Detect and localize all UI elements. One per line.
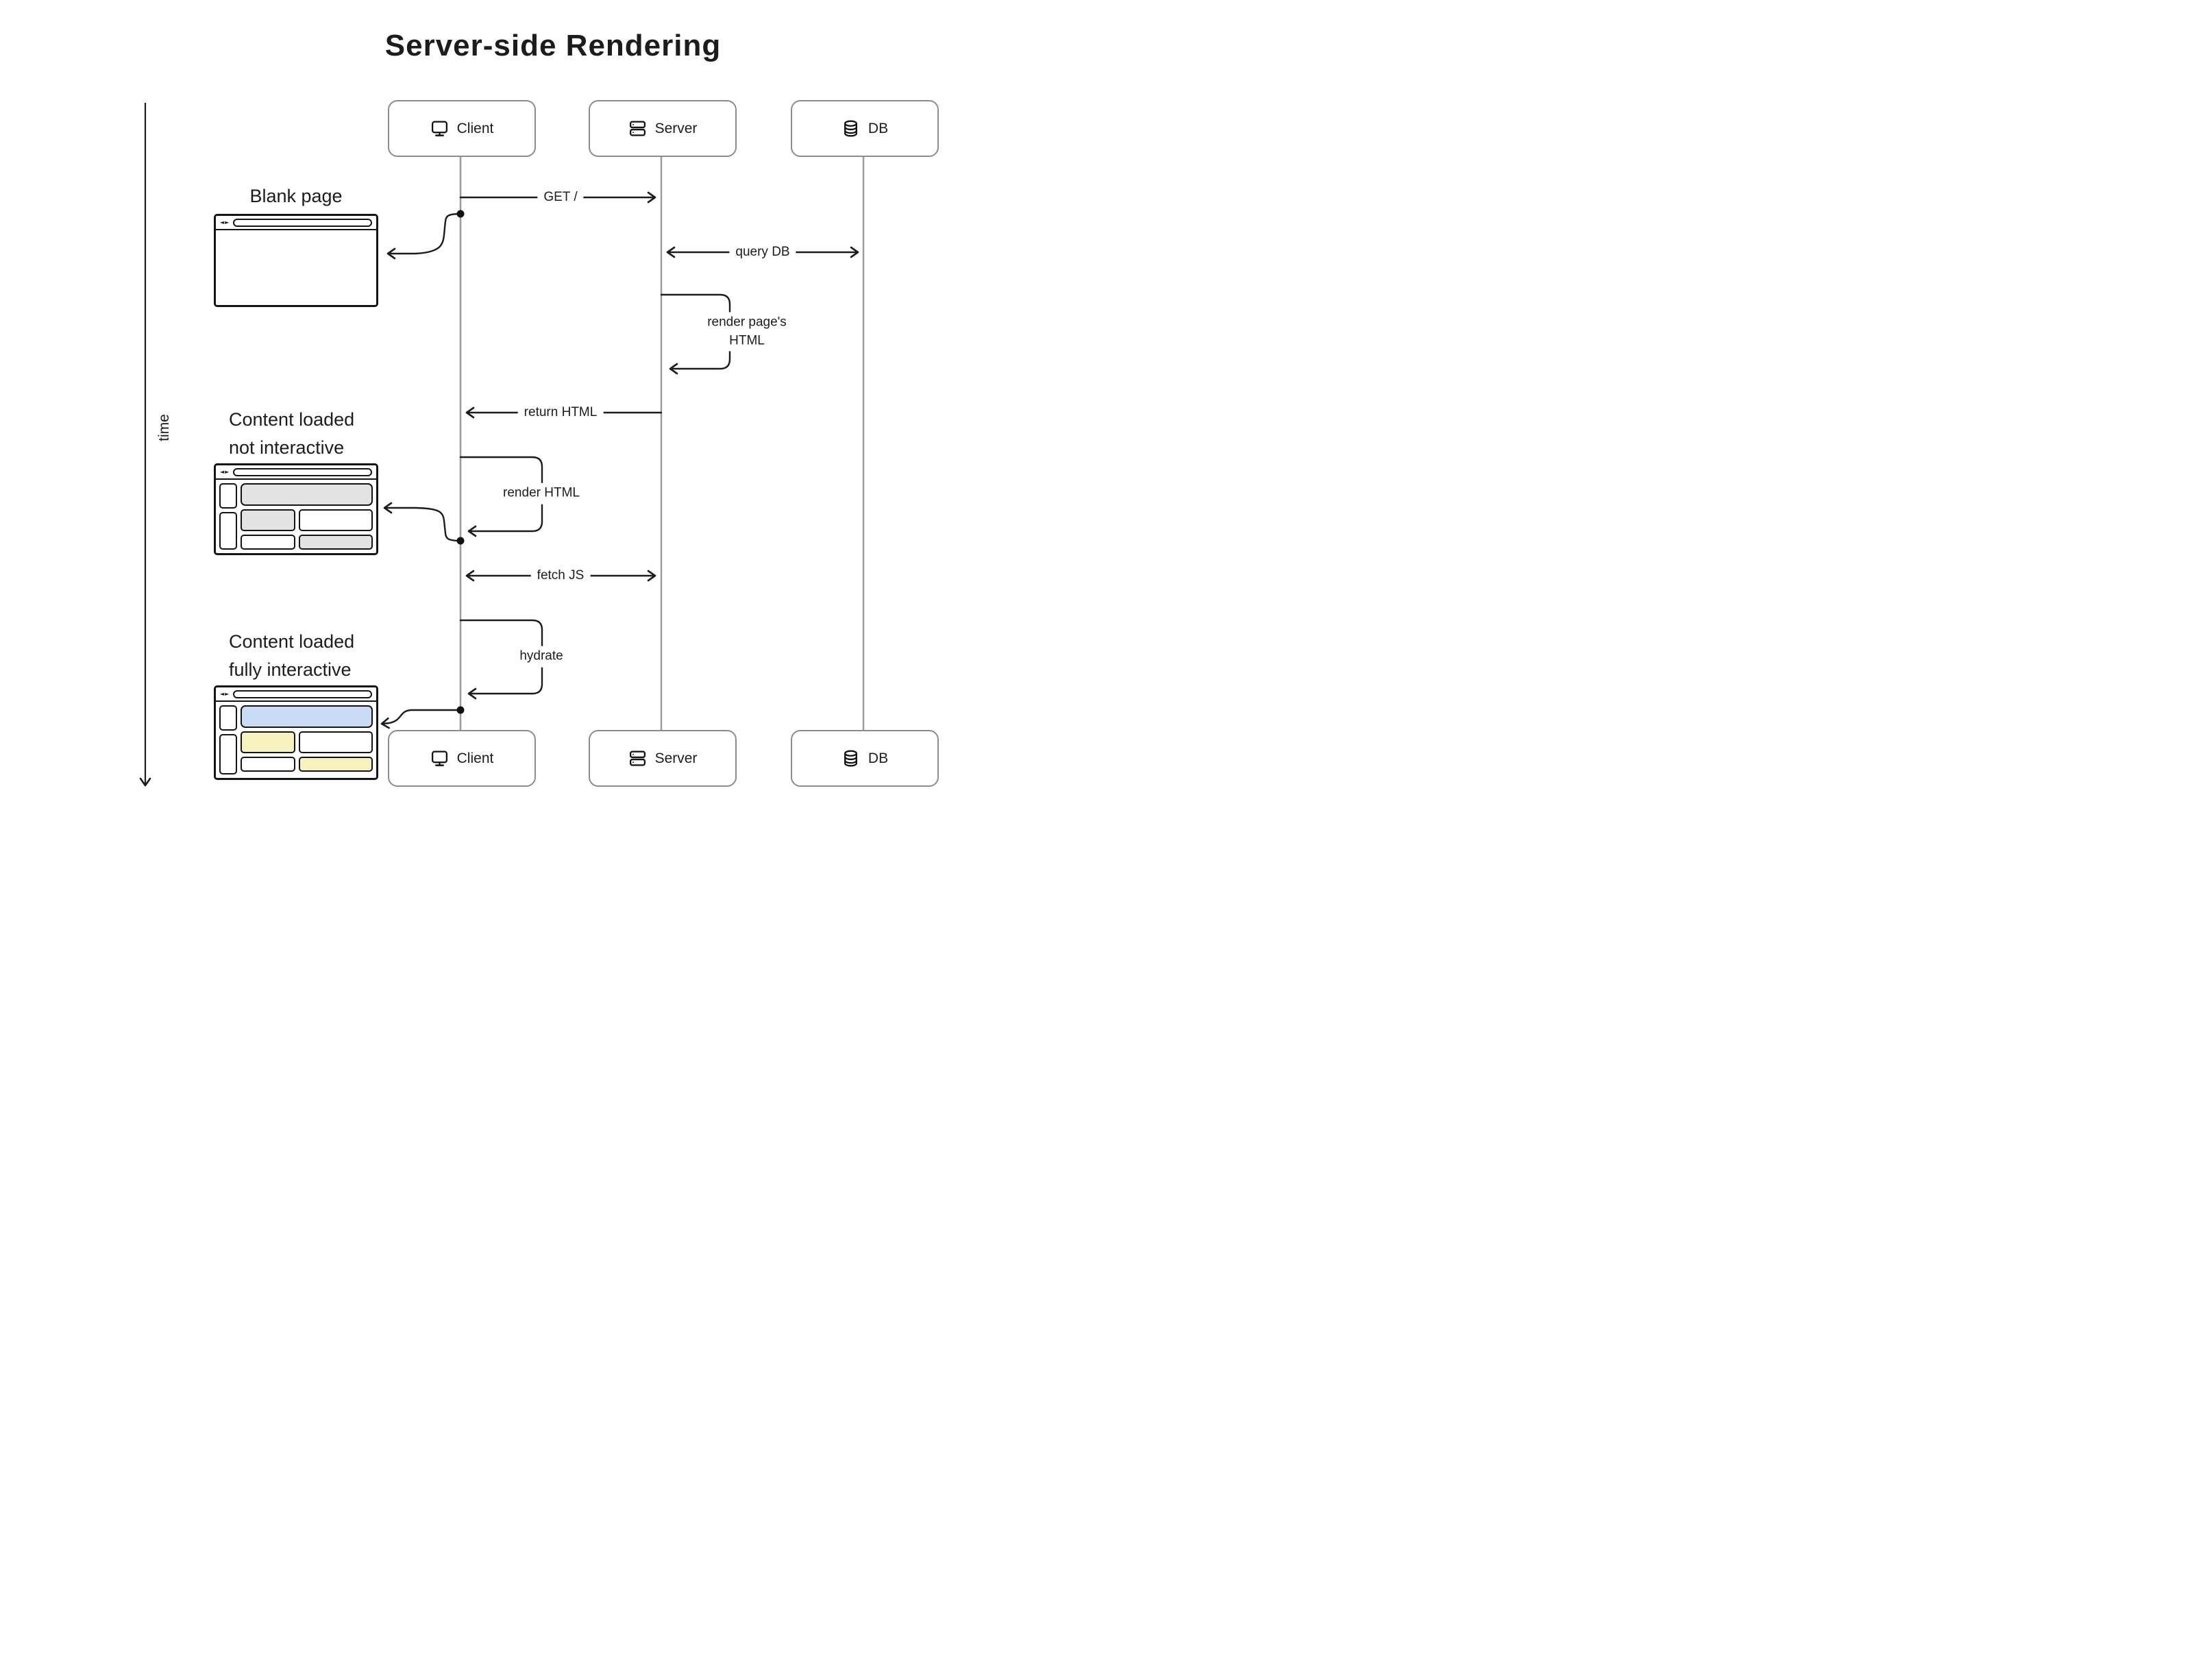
message-return-html: return HTML [517, 404, 604, 422]
connector-blank-page [386, 212, 462, 260]
actor-server-bottom: Server [589, 730, 737, 787]
browser-toolbar: ◄► [216, 687, 376, 702]
state-line: fully interactive [229, 659, 352, 680]
content-block [299, 535, 373, 550]
message-query-db: query DB [729, 243, 796, 261]
content-block [299, 757, 373, 772]
back-forward-icon: ◄► [220, 690, 230, 697]
browser-mockup-blank: ◄► [214, 214, 378, 307]
monitor-icon [431, 750, 447, 766]
database-icon [844, 120, 857, 137]
diagram-lines [139, 103, 865, 787]
state-fully-interactive: Content loaded fully interactive [229, 628, 354, 683]
connector-fully-interactive [380, 709, 462, 729]
message-fetch-js: fetch JS [530, 567, 591, 585]
state-blank-page: Blank page [249, 186, 343, 206]
actor-server-top: Server [589, 100, 737, 157]
browser-toolbar: ◄► [216, 216, 376, 230]
ssr-sequence-diagram: Server-side Rendering time Client Server… [0, 0, 1106, 830]
url-bar [233, 689, 372, 698]
state-line: not interactive [229, 437, 345, 458]
browser-mockup-not-interactive: ◄► [214, 463, 378, 555]
lifelines [459, 154, 865, 730]
actor-label: Server [654, 120, 698, 136]
server-stack-icon [629, 750, 646, 766]
page-title: Server-side Rendering [384, 29, 722, 62]
actor-label: Client [456, 750, 494, 766]
actor-label: DB [868, 750, 889, 766]
url-bar [233, 467, 372, 476]
actor-client-top: Client [388, 100, 536, 157]
main-column [241, 483, 373, 550]
browser-viewport [216, 702, 376, 778]
back-forward-icon: ◄► [220, 219, 230, 225]
hero-block [241, 705, 373, 728]
sidebar-block [219, 483, 237, 509]
main-column [241, 705, 373, 774]
message-get: GET / [537, 188, 584, 206]
actor-client-bottom: Client [388, 730, 536, 787]
actor-label: Server [654, 750, 698, 766]
content-block [241, 509, 295, 531]
browser-viewport-empty [216, 230, 376, 305]
sidebar-column [219, 705, 237, 774]
state-line: Content loaded [229, 631, 355, 652]
monitor-icon [431, 121, 447, 136]
message-render-pages-html: render page's HTML [691, 312, 802, 352]
server-stack-icon [629, 121, 646, 136]
sidebar-block [219, 705, 237, 731]
event-dot [456, 537, 465, 545]
state-not-interactive: Content loaded not interactive [229, 406, 354, 461]
content-block [241, 535, 295, 550]
content-block [299, 509, 373, 531]
actor-label: DB [868, 120, 889, 136]
sidebar-column [219, 483, 237, 550]
event-dot [456, 210, 465, 218]
sidebar-block [219, 734, 237, 774]
message-arrows [380, 191, 859, 729]
browser-toolbar: ◄► [216, 465, 376, 480]
message-render-html: render HTML [499, 483, 584, 504]
time-axis-label: time [156, 414, 172, 441]
connector-not-interactive [383, 502, 462, 542]
lifeline-dots [456, 210, 465, 714]
hero-block [241, 483, 373, 506]
content-block [299, 731, 373, 753]
content-block [241, 757, 295, 772]
back-forward-icon: ◄► [220, 468, 230, 475]
content-block [241, 731, 295, 753]
database-icon [844, 750, 857, 767]
state-line: Content loaded [229, 409, 355, 430]
sidebar-block [219, 512, 237, 550]
browser-mockup-fully-interactive: ◄► [214, 685, 378, 780]
message-hydrate: hydrate [515, 646, 567, 668]
actor-db-top: DB [791, 100, 939, 157]
actor-label: Client [456, 120, 494, 136]
browser-viewport [216, 480, 376, 553]
event-dot [456, 706, 465, 714]
actor-db-bottom: DB [791, 730, 939, 787]
url-bar [233, 218, 372, 227]
